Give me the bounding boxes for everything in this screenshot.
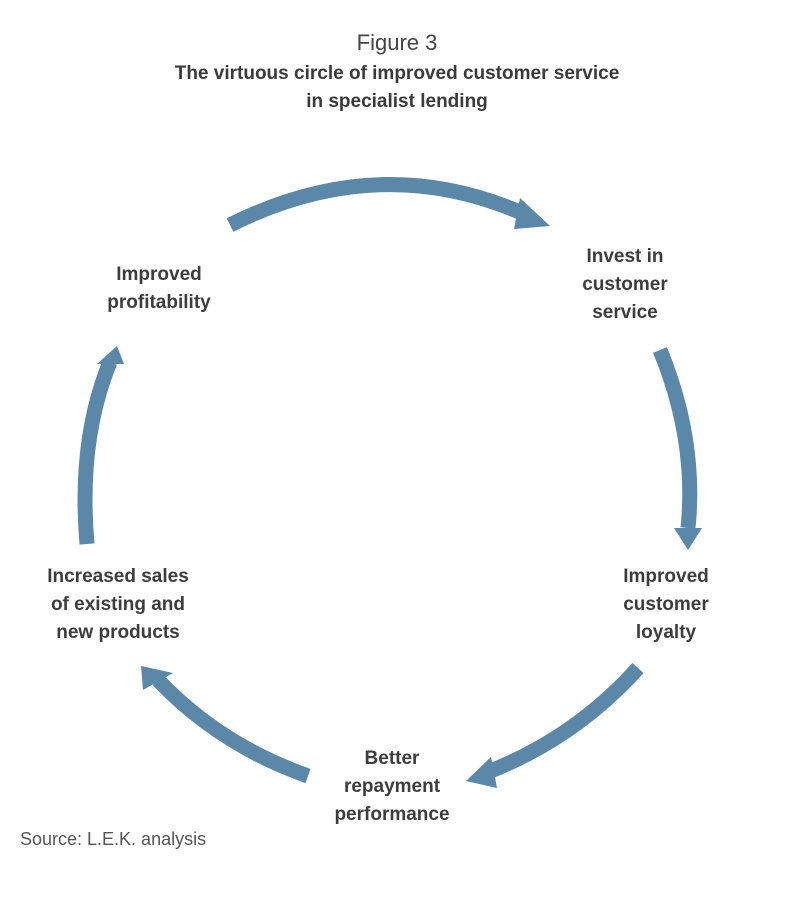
node-repayment-line-1: Better [364, 748, 420, 769]
arrow-sales-to-profitability [77, 359, 117, 545]
node-increased-sales: Increased sales of existing and new prod… [28, 563, 208, 647]
node-invest-line-3: service [592, 302, 658, 323]
arrowhead-loyalty [674, 528, 702, 550]
figure-number: Figure 3 [356, 30, 438, 55]
node-repayment-line-2: repayment [343, 776, 441, 797]
arrow-repayment-to-sales [152, 674, 311, 784]
node-invest-in-customer-service: Invest in customer service [555, 243, 695, 327]
figure-title-line-2: in specialist lending [306, 91, 488, 112]
figure-title: The virtuous circle of improved customer… [0, 60, 794, 116]
figure-title-line-1: The virtuous circle of improved customer… [174, 63, 620, 84]
node-invest-line-2: customer [582, 274, 668, 295]
node-loyalty-line-3: loyalty [635, 622, 697, 643]
node-loyalty-line-1: Improved [623, 566, 709, 587]
arrowhead-invest [514, 198, 550, 229]
node-profitability-line-2: profitability [107, 292, 211, 313]
node-profitability-line-1: Improved [116, 264, 202, 285]
node-better-repayment-performance: Better repayment performance [307, 745, 477, 829]
node-loyalty-line-2: customer [623, 594, 709, 615]
node-sales-line-2: of existing and [50, 594, 186, 615]
arrow-loyalty-to-repayment [485, 662, 644, 779]
arrowhead-sales [141, 666, 173, 690]
node-invest-line-1: Invest in [586, 246, 664, 267]
source-note: Source: L.E.K. analysis [20, 829, 207, 849]
node-sales-line-3: new products [56, 622, 180, 643]
node-repayment-line-3: performance [334, 804, 450, 825]
node-improved-profitability: Improved profitability [84, 261, 234, 317]
arrowhead-repayment [466, 757, 497, 788]
node-improved-customer-loyalty: Improved customer loyalty [596, 563, 736, 647]
node-sales-line-1: Increased sales [47, 566, 189, 587]
arrowhead-profitability [97, 346, 124, 364]
arrow-profitability-to-invest [226, 177, 528, 232]
arrow-invest-to-loyalty [653, 347, 698, 529]
